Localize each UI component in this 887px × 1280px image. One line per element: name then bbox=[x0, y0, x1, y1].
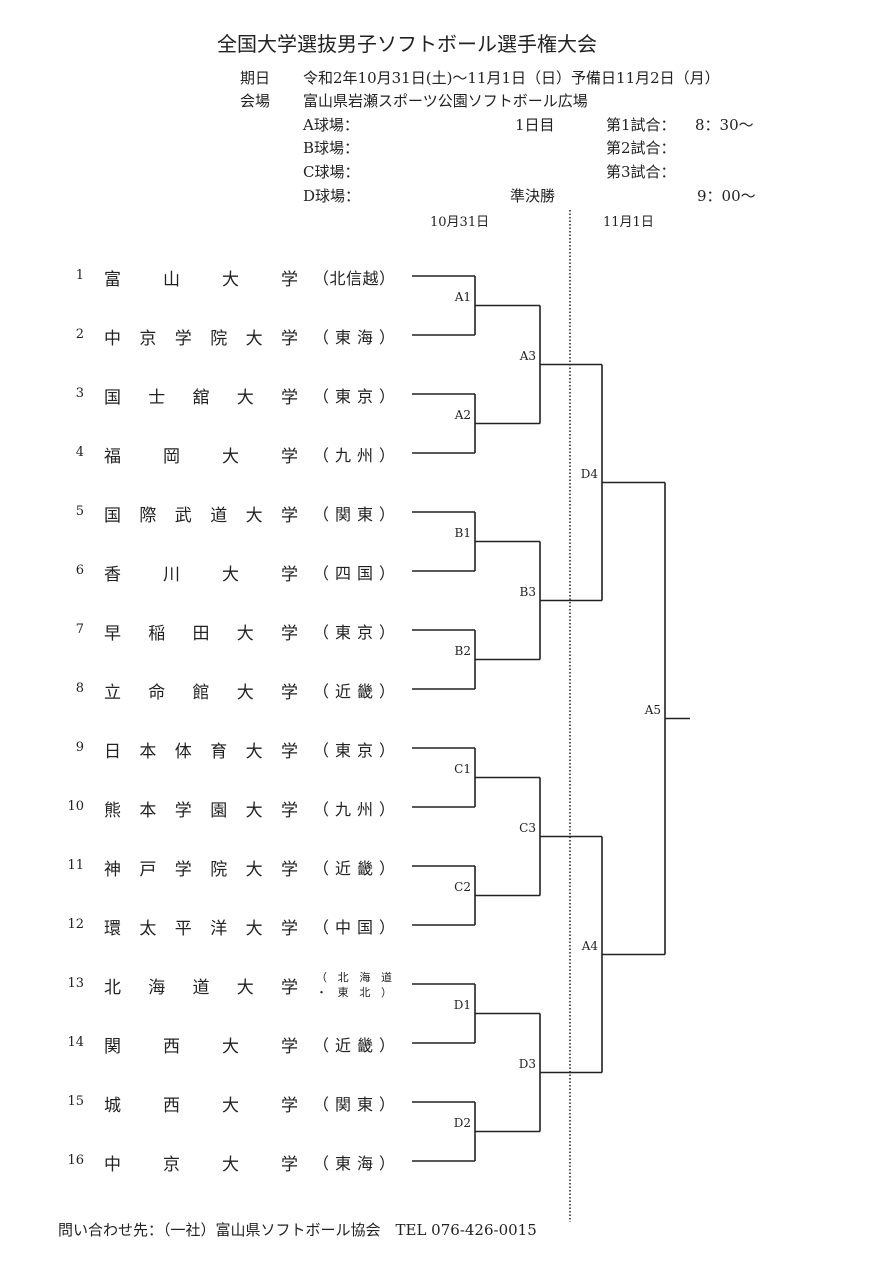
team-region: （九州） bbox=[313, 446, 395, 465]
round1-match-label: D2 bbox=[453, 1115, 471, 1130]
round2-match-label: C3 bbox=[519, 820, 536, 835]
team-seed: 9 bbox=[75, 740, 84, 755]
team-region: （東海） bbox=[313, 328, 395, 347]
team-region: （九州） bbox=[313, 800, 395, 819]
team-name: 国際武道大学 bbox=[104, 506, 298, 526]
team-name: 早稲田大学 bbox=[104, 624, 298, 644]
team-seed: 16 bbox=[67, 1153, 84, 1168]
team-region: （北信越） bbox=[313, 269, 395, 288]
semifinal-match-label: D4 bbox=[580, 466, 598, 481]
date-day1: 10月31日 bbox=[430, 215, 490, 230]
semifinal-label: 準決勝 bbox=[510, 187, 556, 205]
team-name: 国士舘大学 bbox=[104, 388, 298, 408]
team-name: 中京学院大学 bbox=[104, 329, 298, 349]
team-name: 富山大学 bbox=[104, 270, 298, 290]
game1-label: 第1試合： bbox=[606, 116, 676, 134]
team-seed: 6 bbox=[75, 563, 84, 578]
team-region-line2: ・東北） bbox=[316, 986, 392, 999]
team-region: （四国） bbox=[313, 564, 395, 583]
team-name: 北海道大学 bbox=[104, 978, 298, 998]
team-name: 中京大学 bbox=[104, 1155, 298, 1175]
team-seed: 1 bbox=[75, 268, 84, 283]
team-seed: 8 bbox=[75, 681, 84, 696]
team-region: （関東） bbox=[313, 505, 395, 524]
semifinal-match-label: A4 bbox=[581, 938, 598, 953]
round2-match-label: A3 bbox=[519, 348, 536, 363]
round1-match-label: B1 bbox=[454, 525, 471, 540]
game3-label: 第3試合： bbox=[606, 163, 676, 181]
team-seed: 7 bbox=[75, 622, 84, 637]
round1-match-label: C2 bbox=[454, 879, 471, 894]
team-seed: 14 bbox=[67, 1035, 84, 1050]
team-region: （東京） bbox=[313, 387, 395, 406]
date-value: 令和2年10月31日(土)～11月1日（日）予備日11月2日（月） bbox=[303, 69, 720, 87]
team-region: （関東） bbox=[313, 1095, 395, 1114]
team-region: （東海） bbox=[313, 1154, 395, 1173]
field-a: A球場： bbox=[303, 116, 359, 134]
round1-match-label: A2 bbox=[454, 407, 471, 422]
venue-value: 富山県岩瀬スポーツ公園ソフトボール広場 bbox=[303, 92, 588, 110]
team-seed: 2 bbox=[75, 327, 84, 342]
round1-match-label: B2 bbox=[454, 643, 471, 658]
game2-label: 第2試合： bbox=[606, 139, 676, 157]
team-seed: 10 bbox=[67, 799, 84, 814]
semifinal-time: 9：00～ bbox=[697, 187, 756, 205]
team-region: （近畿） bbox=[313, 682, 395, 701]
final-match-label: A5 bbox=[644, 702, 661, 717]
venue-label: 会場 bbox=[240, 92, 271, 110]
team-region: （中国） bbox=[313, 918, 395, 937]
team-seed: 4 bbox=[75, 445, 84, 460]
team-region: （東京） bbox=[313, 741, 395, 760]
round1-match-label: D1 bbox=[453, 997, 471, 1012]
team-name: 熊本学園大学 bbox=[104, 801, 298, 821]
team-name: 日本体育大学 bbox=[104, 742, 298, 762]
date-label: 期日 bbox=[240, 69, 271, 87]
team-name: 香川大学 bbox=[104, 565, 298, 585]
team-region: （北海道 bbox=[316, 971, 392, 984]
team-region: （東京） bbox=[313, 623, 395, 642]
team-region: （近畿） bbox=[313, 1036, 395, 1055]
team-seed: 5 bbox=[75, 504, 84, 519]
team-name: 関西大学 bbox=[104, 1037, 298, 1057]
page-title: 全国大学選抜男子ソフトボール選手権大会 bbox=[217, 32, 597, 56]
contact-footer: 問い合わせ先：（一社）富山県ソフトボール協会 TEL 076-426-0015 bbox=[58, 1221, 537, 1239]
date-day2: 11月1日 bbox=[603, 215, 654, 230]
team-seed: 13 bbox=[67, 976, 84, 991]
field-c: C球場： bbox=[303, 163, 360, 181]
team-name: 城西大学 bbox=[104, 1096, 298, 1116]
team-region: （近畿） bbox=[313, 859, 395, 878]
round2-match-label: B3 bbox=[519, 584, 536, 599]
team-seed: 12 bbox=[67, 917, 84, 932]
round1-match-label: C1 bbox=[454, 761, 471, 776]
team-seed: 11 bbox=[67, 858, 84, 873]
game1-time: 8：30～ bbox=[695, 116, 754, 134]
team-seed: 15 bbox=[67, 1094, 84, 1109]
day1-label: 1日目 bbox=[515, 116, 555, 134]
round1-match-label: A1 bbox=[454, 289, 471, 304]
team-name: 環太平洋大学 bbox=[104, 919, 298, 939]
team-name: 立命館大学 bbox=[104, 683, 298, 703]
team-name: 神戸学院大学 bbox=[104, 860, 298, 880]
team-seed: 3 bbox=[75, 386, 84, 401]
round2-match-label: D3 bbox=[518, 1056, 536, 1071]
field-b: B球場： bbox=[303, 139, 360, 157]
field-d: D球場： bbox=[303, 187, 361, 205]
team-name: 福岡大学 bbox=[104, 447, 298, 467]
